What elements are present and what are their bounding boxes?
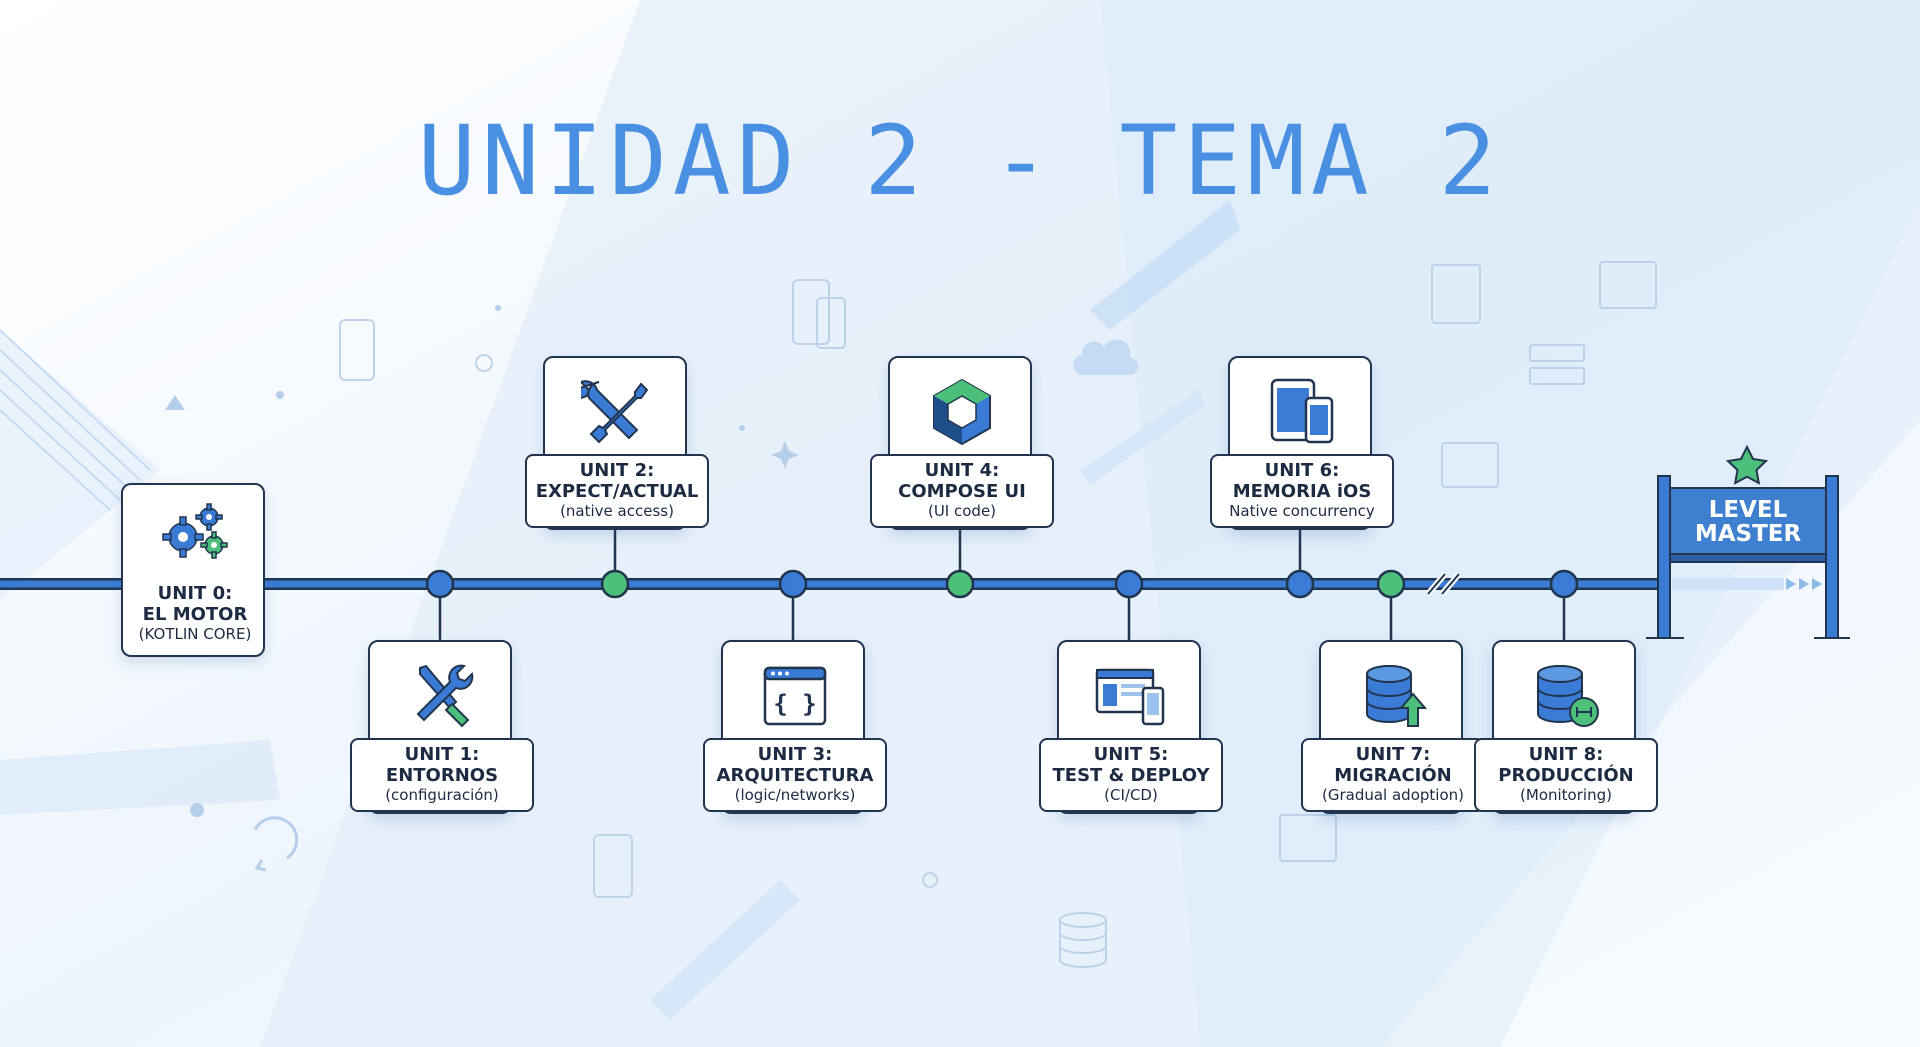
unit-0-card: UNIT 0: EL MOTOR (KOTLIN CORE) <box>121 483 265 657</box>
unit-8-number: UNIT 8: <box>1528 744 1604 765</box>
gears-icon <box>162 503 228 559</box>
unit-4-label: UNIT 4: COMPOSE UI (UI code) <box>870 454 1054 528</box>
unit-3-number: UNIT 3: <box>757 744 833 765</box>
unit-8-card: UNIT 8: PRODUCCIÓN (Monitoring) <box>1474 640 1658 814</box>
unit-0-title: EL MOTOR <box>142 604 248 625</box>
unit-8-label: UNIT 8: PRODUCCIÓN (Monitoring) <box>1474 738 1658 812</box>
unit-7-subtitle: (Gradual adoption) <box>1322 786 1464 804</box>
timeline-dot <box>945 569 975 599</box>
unit-5-title: TEST & DEPLOY <box>1052 765 1210 786</box>
unit-6-number: UNIT 6: <box>1264 460 1340 481</box>
timeline-dot <box>778 569 808 599</box>
timeline-dot <box>1285 569 1315 599</box>
compose-logo-icon <box>933 378 991 446</box>
star-icon <box>1725 444 1769 485</box>
unit-2-subtitle: (native access) <box>560 502 674 520</box>
unit-8-subtitle: (Monitoring) <box>1520 786 1612 804</box>
unit-0-number: UNIT 0: <box>157 583 233 604</box>
unit-3-card: { } UNIT 3: ARQUITECTURA (logic/networks… <box>703 640 887 814</box>
unit-6-label: UNIT 6: MEMORIA iOS Native concurrency <box>1210 454 1394 528</box>
unit-5-subtitle: (CI/CD) <box>1104 786 1158 804</box>
finish-label-line1: LEVEL <box>1708 497 1788 523</box>
unit-7-number: UNIT 7: <box>1355 744 1431 765</box>
timeline-dot <box>1549 569 1579 599</box>
unit-6-title: MEMORIA iOS <box>1232 481 1372 502</box>
unit-8-title: PRODUCCIÓN <box>1498 765 1634 786</box>
devices-icon <box>1095 668 1165 726</box>
unit-0-subtitle: (KOTLIN CORE) <box>138 625 252 643</box>
unit-1-title: ENTORNOS <box>385 765 499 786</box>
tablet-phone-icon <box>1270 378 1334 444</box>
unit-1-label: UNIT 1: ENTORNOS (configuración) <box>350 738 534 812</box>
timeline-dot <box>425 569 455 599</box>
unit-4-title: COMPOSE UI <box>898 481 1026 502</box>
unit-5-label: UNIT 5: TEST & DEPLOY (CI/CD) <box>1039 738 1223 812</box>
unit-3-title: ARQUITECTURA <box>716 765 874 786</box>
page-title: UNIDAD 2 - TEMA 2 <box>417 105 1503 217</box>
unit-7-title: MIGRACIÓN <box>1334 765 1452 786</box>
unit-7-label: UNIT 7: MIGRACIÓN (Gradual adoption) <box>1301 738 1485 812</box>
code-window-icon: { } <box>763 666 827 726</box>
unit-3-label: UNIT 3: ARQUITECTURA (logic/networks) <box>703 738 887 812</box>
database-upload-icon <box>1366 665 1428 727</box>
database-monitor-icon <box>1537 665 1599 727</box>
unit-1-number: UNIT 1: <box>404 744 480 765</box>
unit-2-card: UNIT 2: EXPECT/ACTUAL (native access) <box>525 356 709 530</box>
unit-4-number: UNIT 4: <box>924 460 1000 481</box>
unit-6-subtitle: Native concurrency <box>1229 502 1375 520</box>
unit-7-card: UNIT 7: MIGRACIÓN (Gradual adoption) <box>1301 640 1485 814</box>
unit-3-subtitle: (logic/networks) <box>734 786 856 804</box>
finish-label-line2: MASTER <box>1694 521 1802 547</box>
unit-5-number: UNIT 5: <box>1093 744 1169 765</box>
unit-5-card: UNIT 5: TEST & DEPLOY (CI/CD) <box>1039 640 1223 814</box>
unit-2-title: EXPECT/ACTUAL <box>535 481 699 502</box>
unit-1-card: UNIT 1: ENTORNOS (configuración) <box>350 640 534 814</box>
unit-2-number: UNIT 2: <box>579 460 655 481</box>
unit-1-subtitle: (configuración) <box>385 786 499 804</box>
finish-label: LEVEL MASTER <box>1675 498 1821 546</box>
wrench-screwdriver-icon <box>416 664 474 728</box>
timeline-dot <box>1114 569 1144 599</box>
tools-icon <box>581 380 649 444</box>
unit-4-card: UNIT 4: COMPOSE UI (UI code) <box>870 356 1054 530</box>
finish-flag <box>1646 475 1850 639</box>
timeline-dot <box>600 569 630 599</box>
unit-6-card: UNIT 6: MEMORIA iOS Native concurrency <box>1210 356 1394 530</box>
svg-text:{ }: { } <box>773 690 816 718</box>
timeline-dot <box>1376 569 1406 599</box>
unit-0-label: UNIT 0: EL MOTOR (KOTLIN CORE) <box>123 579 267 649</box>
unit-2-label: UNIT 2: EXPECT/ACTUAL (native access) <box>525 454 709 528</box>
unit-4-subtitle: (UI code) <box>927 502 997 520</box>
